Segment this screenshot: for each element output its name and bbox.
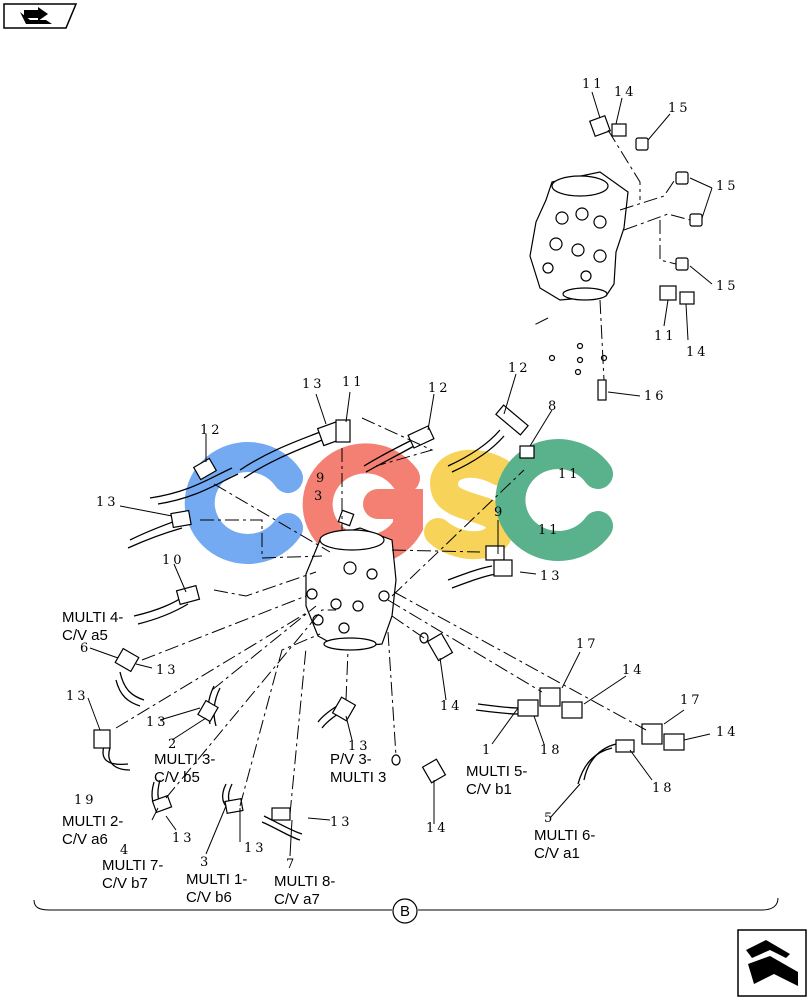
callout: 16 xyxy=(644,389,667,404)
label-pv3: P/V 3-MULTI 3 xyxy=(330,751,386,786)
callout: 15 xyxy=(668,101,691,116)
callout: 4 xyxy=(120,843,131,858)
callout: 13 xyxy=(348,739,371,754)
callout: 13 xyxy=(172,831,195,846)
label-multi8: MULTI 8-C/V a7 xyxy=(274,873,335,908)
callout: 11 xyxy=(582,77,605,92)
callout: 13 xyxy=(302,377,325,392)
callout: 14 xyxy=(614,85,637,100)
callout: 18 xyxy=(540,743,563,758)
label-multi3: MULTI 3-C/V b5 xyxy=(154,751,215,786)
callout: 12 xyxy=(200,423,223,438)
callout: 2 xyxy=(168,737,179,752)
upper-swivel-joint xyxy=(529,171,629,301)
callout: 13 xyxy=(244,841,267,856)
callout: 8 xyxy=(548,399,559,414)
previous-page-arrow-icon[interactable] xyxy=(3,3,78,29)
callout: 13 xyxy=(66,689,89,704)
callout: 6 xyxy=(80,641,91,656)
callout: 14 xyxy=(622,663,645,678)
upper-leader-lines xyxy=(531,91,713,397)
callout: 9 xyxy=(494,505,505,520)
callout: 14 xyxy=(440,699,463,714)
next-page-arrow-icon[interactable] xyxy=(737,929,807,997)
callout: 7 xyxy=(286,857,297,872)
callout: 11 xyxy=(342,375,365,390)
callout: 11 xyxy=(558,467,581,482)
callout: 5 xyxy=(544,811,555,826)
section-marker-label: B xyxy=(400,903,410,920)
callout: 9 xyxy=(316,471,327,486)
watermark-letter-s xyxy=(424,449,515,560)
callout: 18 xyxy=(652,781,675,796)
center-swivel-joint xyxy=(305,509,397,651)
callout: 14 xyxy=(686,345,709,360)
label-multi1: MULTI 1-C/V b6 xyxy=(186,871,247,906)
callout: 11 xyxy=(538,523,561,538)
callout-numbers: 11 14 15 15 15 11 14 16 13 11 12 12 12 8… xyxy=(66,77,739,872)
callout: 1 xyxy=(482,743,493,758)
section-bracket: B xyxy=(33,897,779,924)
callout: 3 xyxy=(200,855,211,870)
callout: 12 xyxy=(428,381,451,396)
callout: 17 xyxy=(576,637,599,652)
label-multi6: MULTI 6-C/V a1 xyxy=(534,827,595,862)
callout: 10 xyxy=(162,553,185,568)
callout: 13 xyxy=(96,495,119,510)
callout: 19 xyxy=(74,793,97,808)
callout: 13 xyxy=(540,569,563,584)
watermark-letter-c1 xyxy=(184,442,303,564)
callout: 15 xyxy=(716,179,739,194)
callout: 15 xyxy=(716,279,739,294)
callout: 13 xyxy=(156,663,179,678)
callout: 17 xyxy=(680,693,703,708)
label-multi2: MULTI 2-C/V a6 xyxy=(62,813,123,848)
callout: 13 xyxy=(146,715,169,730)
callout: 14 xyxy=(426,821,449,836)
port-labels: MULTI 4-C/V a5 MULTI 3-C/V b5 P/V 3-MULT… xyxy=(62,609,595,908)
callout: 14 xyxy=(716,725,739,740)
callout: 13 xyxy=(330,815,353,830)
upper-fittings xyxy=(548,114,703,401)
callout: 12 xyxy=(508,361,531,376)
callout: 11 xyxy=(654,329,677,344)
label-multi4: MULTI 4-C/V a5 xyxy=(62,609,123,644)
center-leader-lines xyxy=(87,373,711,857)
watermark-letter-c2 xyxy=(495,439,613,561)
callout: 3 xyxy=(314,489,325,504)
label-multi5: MULTI 5-C/V b1 xyxy=(466,763,527,798)
label-multi7: MULTI 7-C/V b7 xyxy=(102,857,163,892)
